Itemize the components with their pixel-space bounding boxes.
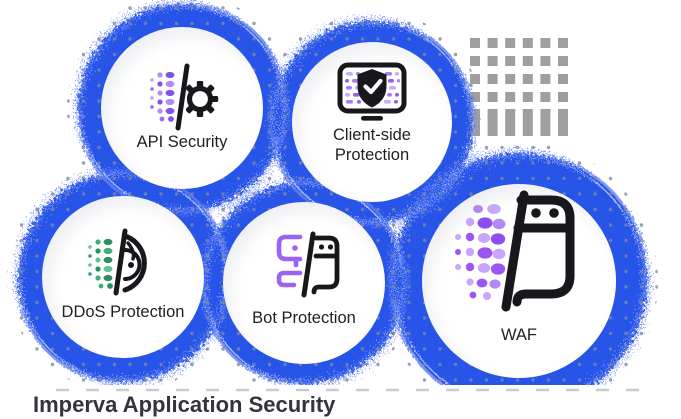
product-circle-waf[interactable]: WAF [422,184,616,378]
product-circle-client-side-protection[interactable]: Client-side Protection [292,42,452,202]
api-security-icon [150,63,219,131]
square-grid-ornament [470,38,568,136]
bot-protection-icon [276,231,340,298]
product-label: Client-side Protection [333,126,411,164]
product-label: DDoS Protection [61,303,185,321]
product-circle-ddos-protection[interactable]: DDoS Protection [42,196,204,358]
product-label: WAF [500,326,538,344]
product-label: API Security [136,133,228,151]
page-heading: Imperva Application Security [33,392,336,417]
product-circle-bot-protection[interactable]: Bot Protection [223,202,385,364]
ddos-protection-icon [88,228,147,296]
product-label: Bot Protection [252,309,356,327]
waf-icon [455,190,575,312]
product-circle-api-security[interactable]: API Security [101,27,263,189]
client-side-protection-icon [337,62,407,121]
